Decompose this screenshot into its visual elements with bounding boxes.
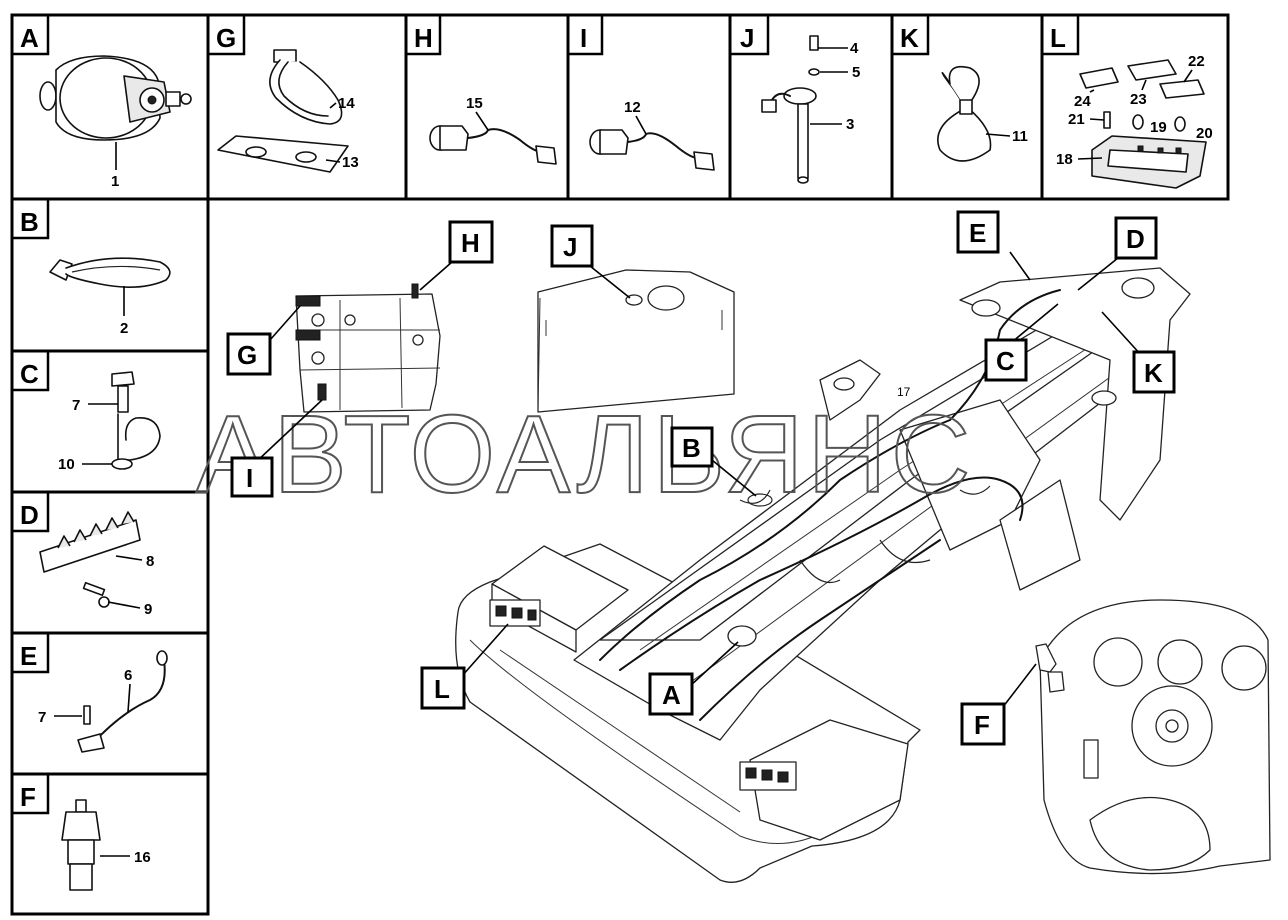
- callout-k: K: [1132, 350, 1176, 394]
- svg-text:E: E: [969, 218, 986, 248]
- callout-b: B: [670, 426, 714, 468]
- clamp-and-plate-part: 14 13: [217, 49, 359, 173]
- num-24: 24: [1074, 93, 1091, 110]
- svg-text:H: H: [461, 228, 480, 258]
- svg-text:I: I: [246, 463, 253, 493]
- panel-letter-boxes: [12, 15, 1080, 815]
- callout-l: L: [420, 666, 466, 710]
- svg-text:D: D: [1126, 224, 1145, 254]
- callout-f: F: [960, 702, 1006, 746]
- svg-text:C: C: [996, 346, 1015, 376]
- num-20: 20: [1196, 125, 1213, 142]
- connector-bracket-part: 9 8: [39, 511, 154, 618]
- num-2: 2: [120, 320, 128, 337]
- num-16: 16: [134, 849, 151, 866]
- num-7-c: 7: [72, 397, 80, 414]
- panel-b-letter: B: [20, 207, 39, 237]
- panel-c-letter: C: [20, 359, 39, 389]
- svg-text:A: A: [662, 680, 681, 710]
- num-3: 3: [846, 116, 854, 133]
- num-1: 1: [111, 173, 119, 190]
- num-4: 4: [850, 40, 859, 57]
- callout-h: H: [448, 220, 494, 264]
- temperature-sender-part: 16: [61, 799, 151, 891]
- num-18: 18: [1056, 151, 1073, 168]
- panel-g-letter: G: [216, 23, 236, 53]
- num-6: 6: [124, 667, 132, 684]
- panel-k-letter: K: [900, 23, 919, 53]
- num-17: 17: [897, 385, 911, 399]
- panel-f-frame: [10, 772, 210, 916]
- excavator-frame-drawing: [455, 267, 1191, 883]
- num-19: 19: [1150, 119, 1167, 136]
- svg-text:L: L: [434, 674, 450, 704]
- num-23: 23: [1130, 91, 1147, 108]
- svg-text:G: G: [237, 340, 257, 370]
- control-valve-drawing: [295, 283, 441, 413]
- num-8: 8: [146, 553, 154, 570]
- num-10: 10: [58, 456, 75, 473]
- panel-d-letter: D: [20, 500, 39, 530]
- light-housing-part: 22 24 23 21 19 20 18: [1056, 53, 1213, 189]
- num-9: 9: [144, 601, 152, 618]
- num-7-e: 7: [38, 709, 46, 726]
- svg-text:J: J: [563, 232, 577, 262]
- panel-l-letter: L: [1050, 23, 1066, 53]
- fuel-sender-part: 4 5 3: [761, 35, 860, 184]
- callout-a: A: [648, 672, 694, 716]
- panel-a-letter: A: [20, 23, 39, 53]
- svg-text:F: F: [974, 710, 990, 740]
- panel-i-letter: I: [580, 23, 587, 53]
- bolt-and-clip-part: 7 10: [58, 371, 161, 473]
- cable-tie-part: 2: [49, 257, 171, 337]
- callout-j: J: [550, 224, 594, 268]
- panel-h-letter: H: [414, 23, 433, 53]
- panel-e-frame: [10, 631, 210, 776]
- num-21: 21: [1068, 111, 1085, 128]
- hour-meter-part: 1: [39, 55, 192, 190]
- panel-c-frame: [10, 349, 210, 494]
- panel-e-letter: E: [20, 641, 37, 671]
- swing-gear-detail-drawing: [1035, 599, 1271, 875]
- cable-tie-loop-part: 11: [937, 65, 1028, 162]
- panel-i-frame: [566, 13, 732, 201]
- sensor-12-part: 12: [589, 99, 715, 171]
- num-15: 15: [466, 95, 483, 112]
- svg-text:B: B: [682, 433, 701, 463]
- num-11: 11: [1012, 128, 1028, 145]
- panel-j-letter: J: [740, 23, 754, 53]
- num-14: 14: [338, 95, 355, 112]
- callout-e: E: [956, 210, 1000, 254]
- num-13: 13: [342, 154, 359, 171]
- ground-strap-part: 7 6: [38, 650, 168, 753]
- num-5: 5: [852, 64, 860, 81]
- callout-g: G: [226, 332, 272, 376]
- callout-d: D: [1114, 216, 1158, 260]
- fuel-tank-drawing: [537, 269, 735, 413]
- num-12: 12: [624, 99, 641, 116]
- svg-text:K: K: [1144, 358, 1163, 388]
- callout-i: I: [230, 456, 274, 498]
- sensor-15-part: 15: [429, 95, 557, 165]
- panel-l-frame: [1040, 13, 1230, 201]
- watermark-text: АВТОАЛЬЯНС: [196, 393, 974, 516]
- num-22: 22: [1188, 53, 1205, 70]
- callout-c: C: [984, 338, 1028, 382]
- panel-f-letter: F: [20, 782, 36, 812]
